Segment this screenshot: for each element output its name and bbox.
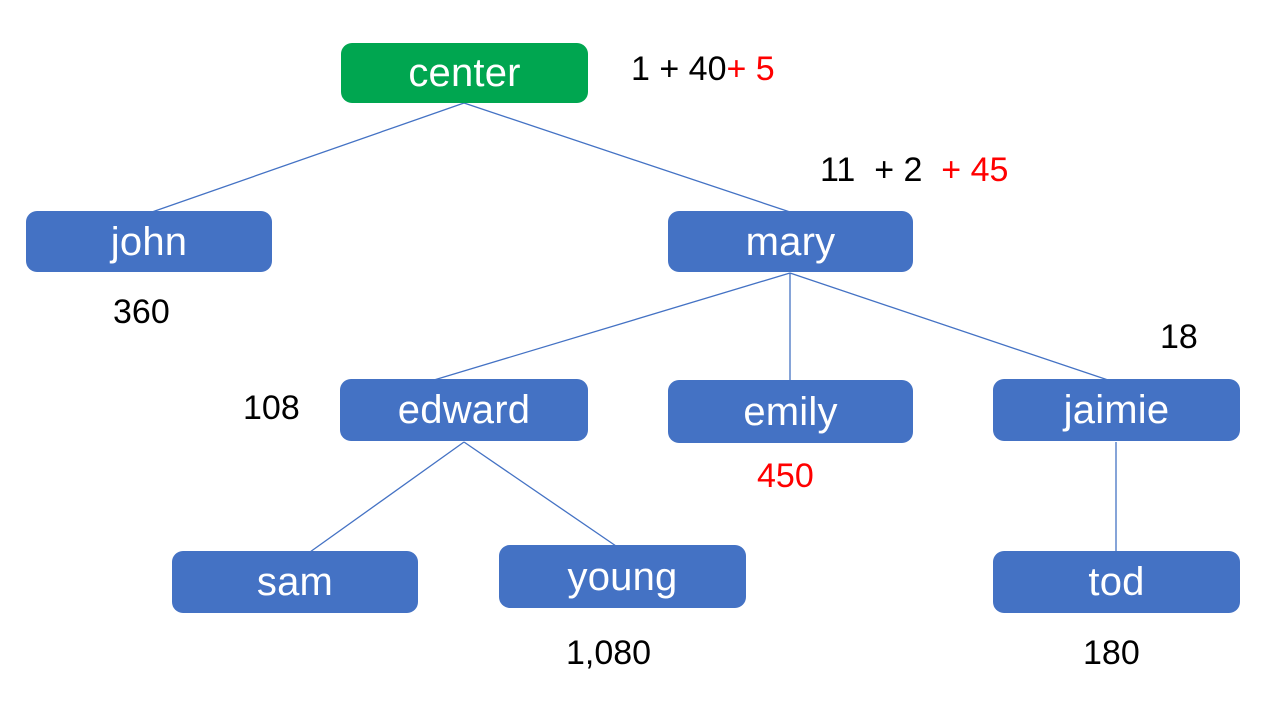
tod-annotation: 180 <box>1083 636 1140 670</box>
mary-annotation-segment-1: + 45 <box>941 151 1009 189</box>
node-emily[interactable]: emily <box>668 380 913 443</box>
mary-annotation: 11 + 2 + 45 <box>820 153 1008 187</box>
node-john[interactable]: john <box>26 211 272 272</box>
edward-annotation-segment-0: 108 <box>243 389 300 427</box>
edge-mary-to-jaimie <box>789 272 1109 381</box>
center-annotation: 1 + 40+ 5 <box>631 52 775 86</box>
jaimie-annotation: 18 <box>1160 320 1198 354</box>
center-annotation-segment-1: + 5 <box>726 50 775 88</box>
emily-annotation: 450 <box>757 459 814 493</box>
node-mary[interactable]: mary <box>668 211 913 272</box>
mary-annotation-segment-0: 11 + 2 <box>820 151 942 189</box>
edge-edward-to-young <box>463 441 617 547</box>
center-annotation-segment-0: 1 + 40 <box>631 50 727 88</box>
edge-mary-to-edward <box>433 272 791 381</box>
node-edward[interactable]: edward <box>340 379 588 441</box>
node-jaimie[interactable]: jaimie <box>993 379 1240 441</box>
john-annotation: 360 <box>113 295 170 329</box>
young-annotation-segment-0: 1,080 <box>566 634 652 672</box>
edward-annotation: 108 <box>243 391 300 425</box>
node-center[interactable]: center <box>341 43 588 103</box>
young-annotation: 1,080 <box>566 636 651 670</box>
edge-center-to-mary <box>463 102 791 213</box>
tod-annotation-segment-0: 180 <box>1083 634 1140 672</box>
edge-edward-to-sam <box>309 441 465 553</box>
emily-annotation-segment-0: 450 <box>757 457 814 495</box>
jaimie-annotation-segment-0: 18 <box>1160 318 1198 356</box>
node-sam[interactable]: sam <box>172 551 418 613</box>
john-annotation-segment-0: 360 <box>113 293 170 331</box>
node-young[interactable]: young <box>499 545 746 608</box>
node-tod[interactable]: tod <box>993 551 1240 613</box>
edge-center-to-john <box>151 102 465 213</box>
